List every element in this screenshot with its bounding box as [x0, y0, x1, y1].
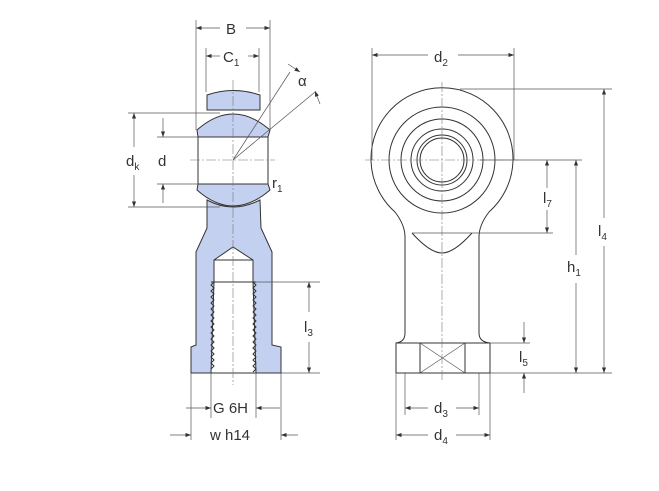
label-l4: l4	[598, 223, 607, 243]
label-d4: d4	[434, 427, 448, 447]
label-alpha: α	[298, 73, 307, 90]
label-d2: d2	[434, 49, 448, 69]
label-l5: l5	[519, 349, 528, 369]
neck-curve	[411, 232, 473, 254]
label-l7: l7	[543, 190, 552, 210]
label-d: d	[158, 153, 166, 170]
front-view	[365, 48, 612, 440]
left-labels: B C1 α dk d r1 l3 G 6H w h14	[126, 21, 313, 444]
outer-ring-top	[206, 90, 261, 111]
bore-hole	[210, 246, 257, 374]
label-r1: r1	[272, 175, 283, 195]
right-labels: d2 l7 h1 l4 l5 d3 d4	[434, 49, 607, 447]
wrench-flat	[419, 342, 466, 374]
ball-bottom	[196, 183, 271, 207]
label-C1: C1	[223, 49, 240, 69]
label-w-h14: w h14	[209, 427, 250, 444]
ball-top	[196, 113, 271, 138]
section-view	[128, 20, 321, 440]
label-dk: dk	[126, 153, 140, 173]
label-G6H: G 6H	[213, 400, 248, 417]
label-B: B	[226, 21, 236, 38]
thread-left	[210, 281, 215, 370]
label-d3: d3	[434, 400, 448, 420]
thread-right	[252, 281, 257, 373]
label-l3: l3	[304, 319, 313, 339]
label-h1: h1	[567, 259, 581, 279]
